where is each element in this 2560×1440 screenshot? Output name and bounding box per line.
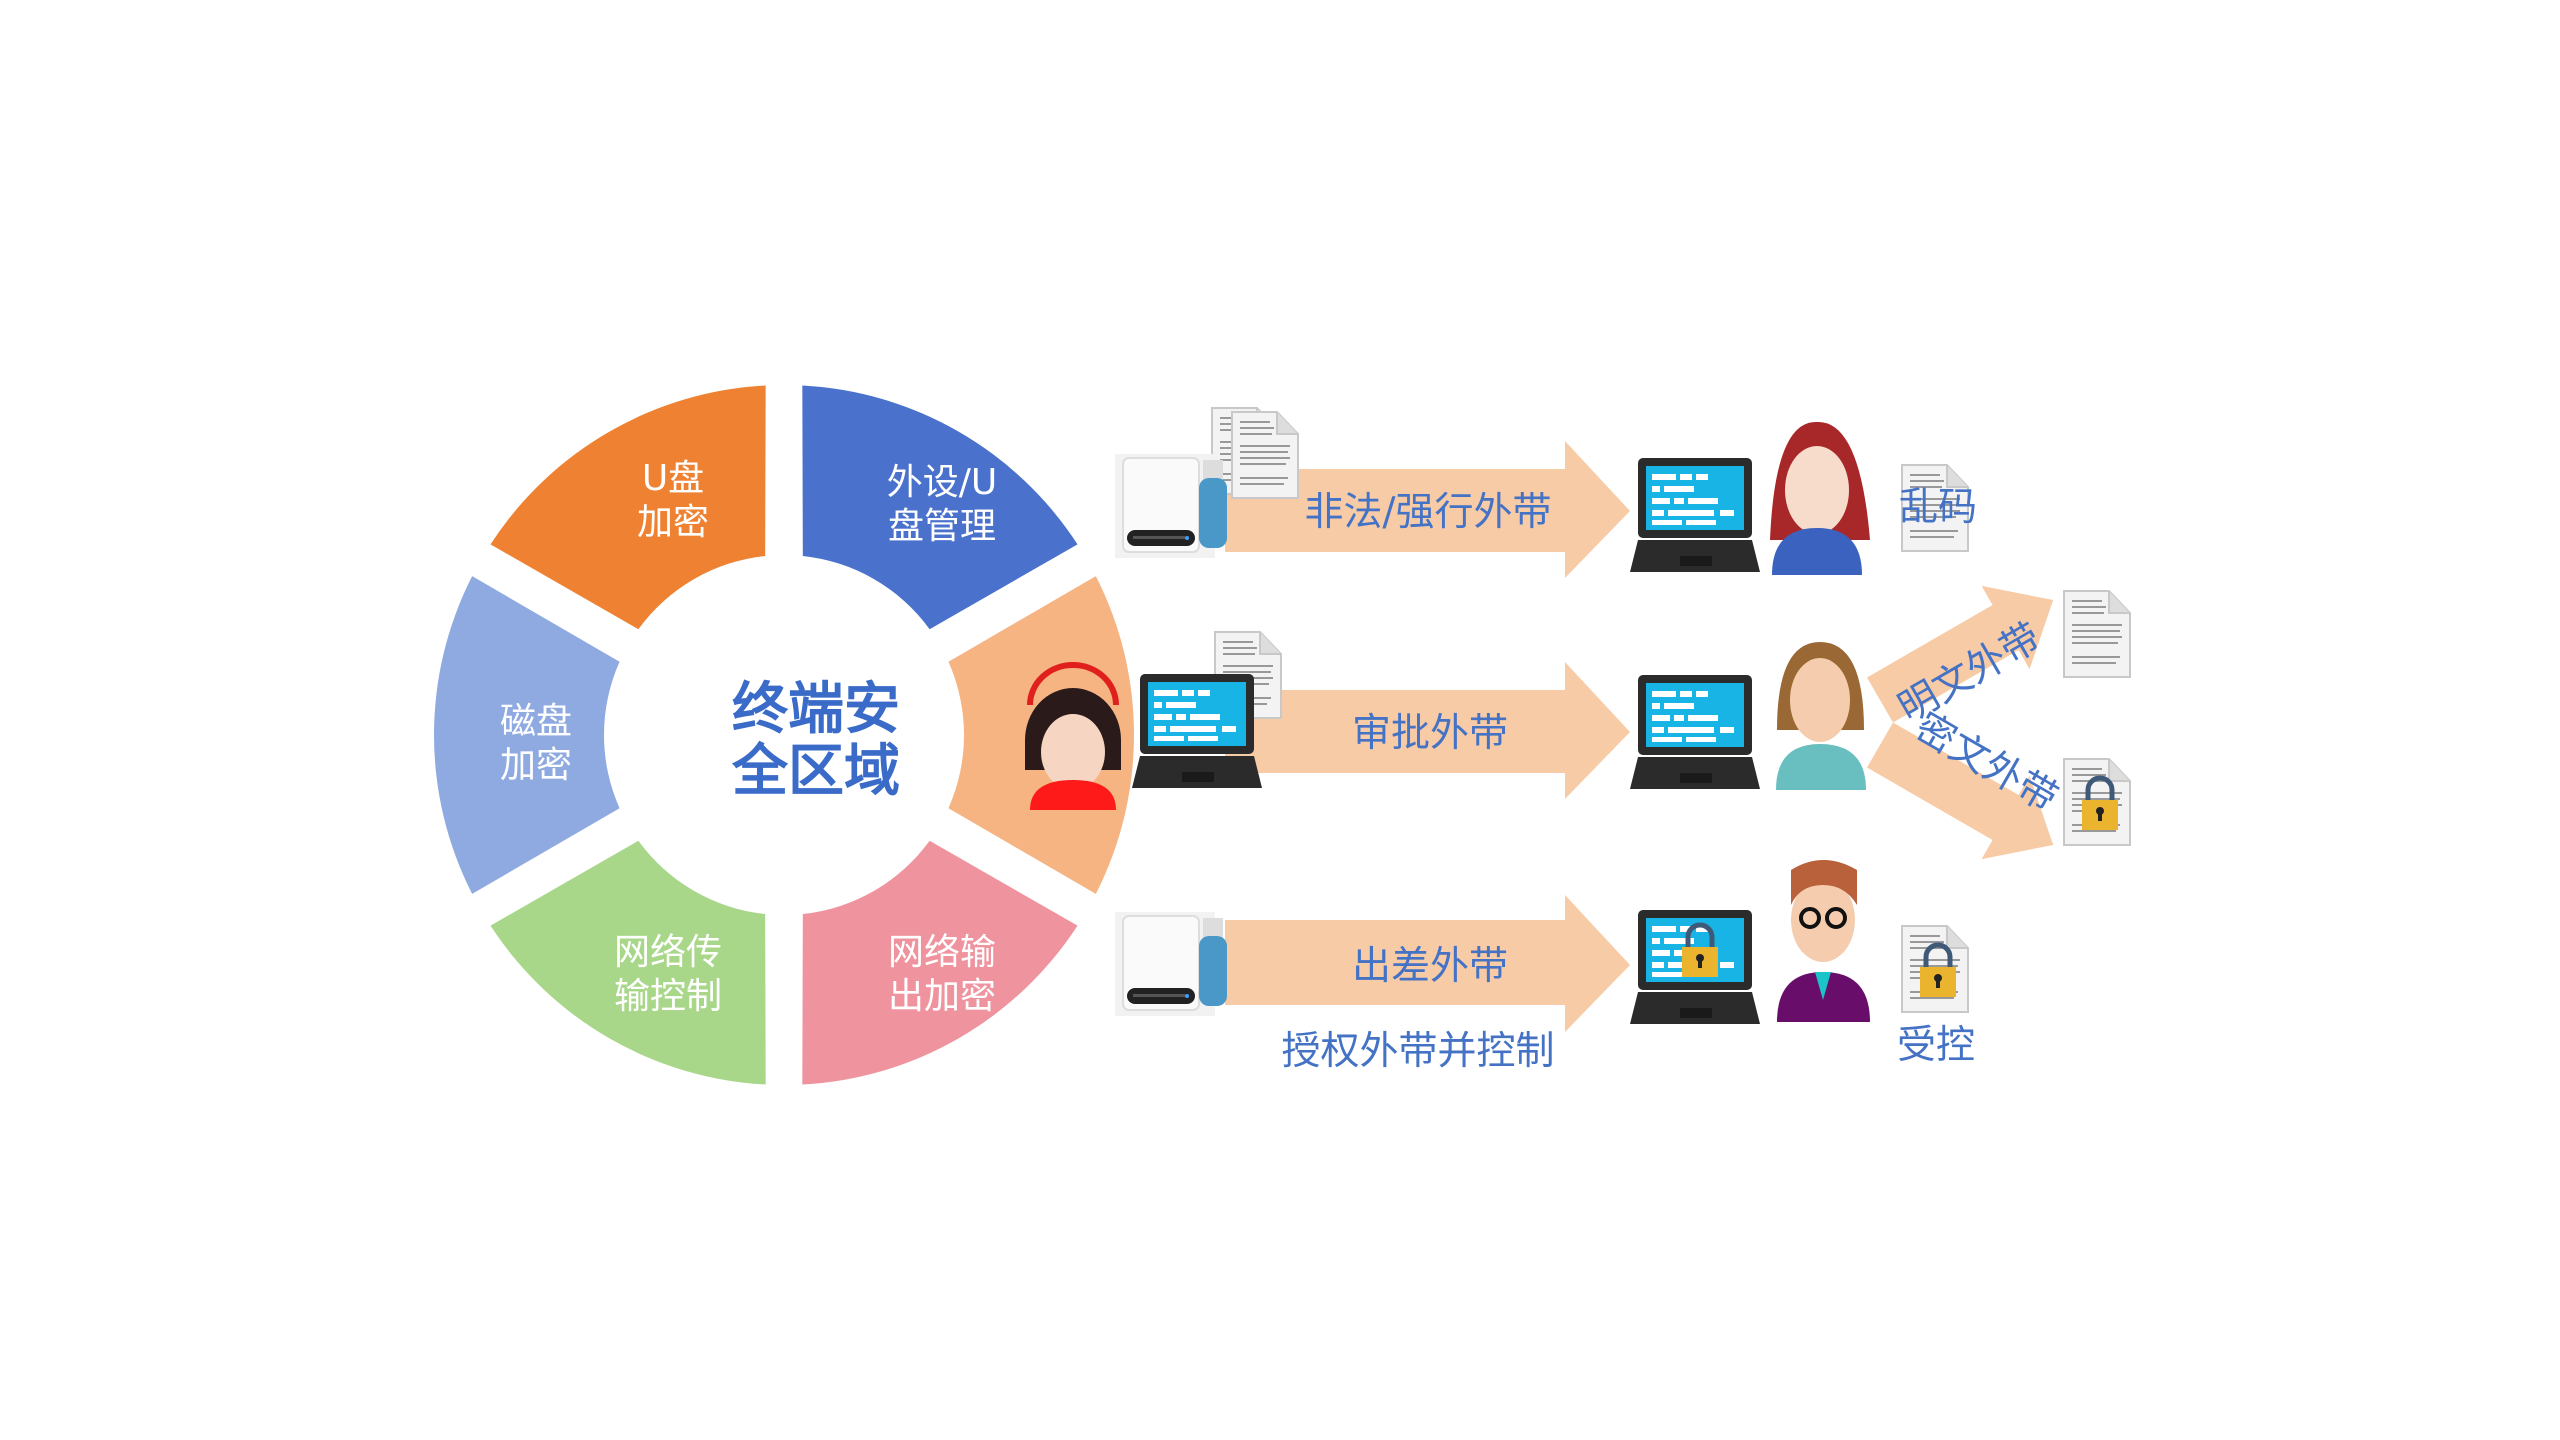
- segment-label-peripheral-management: 盘管理: [888, 506, 996, 547]
- segment-label-usb-encryption: U盘: [642, 458, 704, 499]
- label-approval-takeout: 审批外带: [1352, 711, 1508, 756]
- document-icon: [2063, 590, 2131, 678]
- laptop-icon: [1630, 675, 1760, 789]
- user-avatar-brown-hair: [1776, 642, 1866, 790]
- usb-drive-icon: [1114, 453, 1228, 559]
- arrow-illegal: [1225, 441, 1630, 578]
- segment-label-network-output-encryption: 网络输: [888, 932, 996, 973]
- segment-label-disk-encryption: 磁盘: [500, 701, 572, 742]
- ring-segment-peripheral-management: [802, 385, 1078, 630]
- segment-label-network-transfer-control: 输控制: [614, 976, 722, 1017]
- label-business-trip-takeout: 出差外带: [1352, 944, 1508, 989]
- label-authorized-controlled: 授权外带并控制: [1281, 1029, 1554, 1074]
- segment-label-network-transfer-control: 网络传: [614, 932, 722, 973]
- arrow-plaintext: [1867, 585, 2054, 723]
- usb-drive-icon: [1114, 911, 1228, 1017]
- label-garbled: 乱码: [1899, 485, 1977, 530]
- center-title: 全区域: [731, 739, 900, 804]
- ring-segment-usb-encryption: [490, 385, 766, 630]
- segment-label-network-output-encryption: 出加密: [888, 976, 996, 1017]
- label-illegal-takeout: 非法/强行外带: [1304, 490, 1551, 535]
- label-controlled: 受控: [1897, 1023, 1975, 1068]
- security-ring: [434, 385, 1134, 1085]
- segment-label-disk-encryption: 加密: [500, 745, 572, 786]
- ring-segment-disk-encryption: [434, 576, 620, 894]
- user-avatar-red-hair: [1770, 421, 1870, 575]
- laptop-icon: [1630, 458, 1760, 572]
- ring-segment-network-output-encryption: [802, 840, 1078, 1085]
- ring-segment-network-transfer-control: [490, 840, 766, 1085]
- document-icon: [1231, 411, 1299, 499]
- segment-label-peripheral-management: 外设/U: [887, 462, 997, 503]
- arrow-ciphertext: [1867, 722, 2054, 860]
- user-avatar-man-glasses: [1777, 860, 1870, 1022]
- user-avatar-girl: [1025, 662, 1121, 810]
- arrow-business-trip: [1225, 895, 1630, 1032]
- center-title: 终端安: [732, 677, 900, 742]
- laptop-icon: [1132, 674, 1262, 788]
- arrow-approval: [1225, 662, 1630, 799]
- segment-label-usb-encryption: 加密: [637, 502, 709, 543]
